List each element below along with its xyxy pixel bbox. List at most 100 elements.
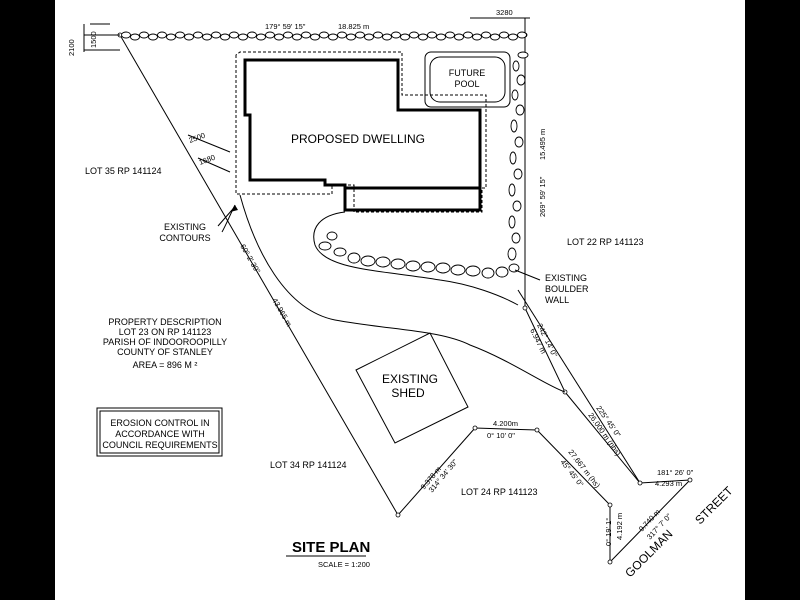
hedge-shrub: [517, 31, 527, 39]
boundary-inner-diagonal: [517, 289, 641, 484]
hedge-shrub: [292, 33, 302, 41]
peg: [637, 480, 643, 486]
driveway-left-edge: [239, 194, 566, 393]
boulder-wall-label-1: EXISTING: [545, 273, 587, 283]
hedge-shrub: [310, 33, 320, 41]
hedge-shrub: [373, 31, 383, 39]
site-plan-title: SITE PLAN: [292, 539, 370, 556]
boundary-left: [119, 34, 399, 516]
hedge-shrub: [319, 31, 329, 39]
future-pool-label-2: POOL: [454, 79, 479, 89]
hedge-shrub: [427, 31, 437, 39]
hedge-shrub: [436, 33, 446, 41]
drawing-sheet: [55, 0, 745, 600]
hedge-shrub: [472, 33, 482, 41]
peg: [607, 502, 613, 508]
prop-desc-line-2: LOT 23 ON RP 141123: [119, 327, 212, 337]
peg: [534, 427, 540, 433]
erosion-control-note: EROSION CONTROL IN ACCORDANCE WITH COUNC…: [96, 407, 223, 457]
hedge-shrub: [283, 31, 293, 39]
hedge-shrub: [463, 31, 473, 39]
hedge-shrub: [499, 31, 509, 39]
dim-short-bearing: 0° 19' 1°: [604, 518, 613, 546]
hedge-shrub: [247, 31, 257, 39]
dim-3280: 3280: [496, 8, 513, 17]
hedge-shrub: [256, 33, 266, 41]
future-pool-label-1: FUTURE: [449, 68, 486, 78]
existing-contours-label-1: EXISTING: [164, 222, 206, 232]
hedge-shrub: [238, 33, 248, 41]
hedge-shrub: [508, 33, 518, 41]
boundary-diagonal-upper: [524, 307, 566, 393]
boundary-bottom: [397, 427, 476, 516]
proposed-dwelling-label: PROPOSED DWELLING: [291, 132, 425, 146]
boundary-street: [609, 479, 691, 563]
prop-desc-line-3: PARISH OF INDOOROOPILLY: [103, 337, 227, 347]
hedge-shrub: [148, 33, 158, 41]
hedge-shrub: [301, 31, 311, 39]
peg: [522, 305, 528, 311]
hedge-shrub: [202, 33, 212, 41]
dim-left-length: 43.965 m: [270, 297, 293, 329]
boulder-wall-label-3: WALL: [545, 295, 569, 305]
property-description: PROPERTY DESCRIPTION LOT 23 ON RP 141123…: [103, 317, 227, 370]
survey-pegs: [117, 32, 693, 565]
peg: [395, 512, 401, 518]
dim-seg-length: 4.200m: [493, 419, 518, 428]
boundary-lower-right: [536, 429, 611, 506]
boulder-wall-label-2: BOULDER: [545, 284, 589, 294]
hedge-shrub: [454, 33, 464, 41]
dim-2500: 2500: [188, 131, 207, 145]
hedge-shrub: [418, 33, 428, 41]
dim-top-length: 18.825 m: [338, 22, 369, 31]
hedge-shrub: [409, 31, 419, 39]
prop-desc-line-1: PROPERTY DESCRIPTION: [108, 317, 221, 327]
dim-corner-bearing: 181° 26' 0": [657, 468, 694, 477]
lot-24-label: LOT 24 RP 141123: [461, 487, 538, 497]
hedge-shrub: [184, 33, 194, 41]
dim-right-length: 15.495 m: [538, 129, 547, 160]
lot-22-label: LOT 22 RP 141123: [567, 237, 644, 247]
boundary-segment: [474, 427, 538, 431]
top-boundary-hedge: [121, 31, 527, 41]
boulder-wall: [318, 51, 529, 279]
hedge-shrub: [328, 33, 338, 41]
hedge-shrub: [481, 31, 491, 39]
peg: [607, 559, 613, 565]
hedge-shrub: [355, 31, 365, 39]
dim-corner-length: 4.293 m: [655, 479, 682, 488]
peg: [687, 477, 693, 483]
dim-seg-bearing: 0° 10' 0": [487, 431, 515, 440]
scale-label: SCALE = 1:200: [318, 560, 370, 569]
hedge-shrub: [445, 31, 455, 39]
hedge-shrub: [130, 33, 140, 41]
lot-35-label: LOT 35 RP 141124: [85, 166, 162, 176]
driveway-right-edge: [313, 211, 519, 306]
dim-top-bearing: 179° 59' 15": [265, 22, 306, 31]
peg: [472, 425, 478, 431]
hedge-shrub: [265, 31, 275, 39]
hedge-shrub: [400, 33, 410, 41]
dwelling-setback-outline: [235, 51, 487, 213]
hedge-shrub: [490, 33, 500, 41]
hedge-shrub: [211, 31, 221, 39]
boundary-diagonal-lower: [564, 391, 641, 484]
property-boundary: [119, 34, 691, 563]
existing-shed: [355, 332, 469, 444]
hedge-shrub: [157, 31, 167, 39]
street-name-street: STREET: [692, 483, 736, 527]
hedge-shrub: [166, 33, 176, 41]
erosion-line-3: COUNCIL REQUIREMENTS: [102, 440, 217, 450]
hedge-shrub: [382, 33, 392, 41]
hedge-shrub: [346, 33, 356, 41]
existing-shed-label-2: SHED: [391, 386, 425, 400]
future-pool: [424, 51, 511, 108]
hedge-shrub: [121, 31, 131, 39]
hedge-shrub: [139, 31, 149, 39]
boundary-corner: [639, 479, 691, 484]
hedge-shrub: [364, 33, 374, 41]
prop-desc-line-5: AREA = 896 M ²: [133, 360, 198, 370]
hedge-shrub: [274, 33, 284, 41]
dim-2100: 2100: [67, 39, 76, 56]
